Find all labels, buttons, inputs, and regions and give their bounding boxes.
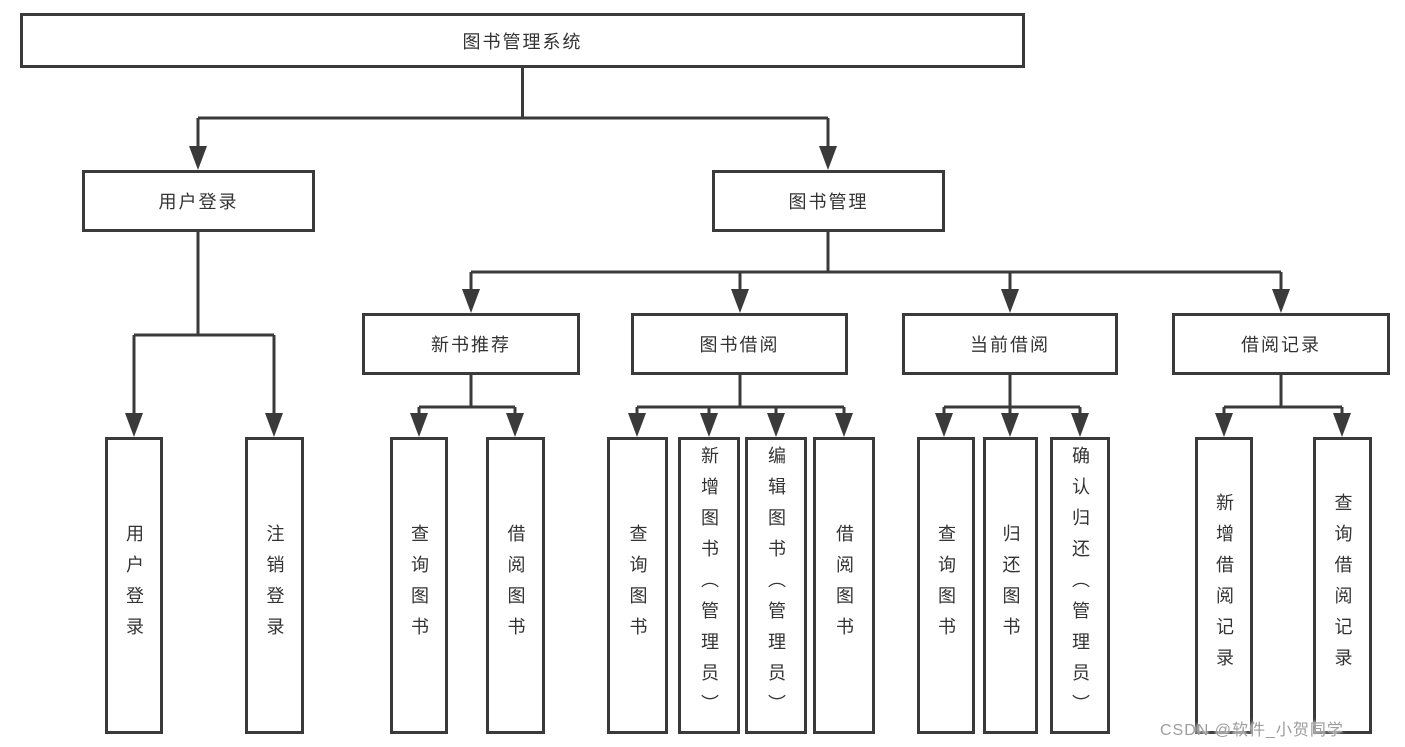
leaf-user-login-label: 用户登录 xyxy=(124,523,144,648)
leaf-borrow-books-recommend: 借阅图书 xyxy=(486,437,545,734)
node-book-management: 图书管理 xyxy=(712,170,945,232)
arrowheads xyxy=(125,146,1351,437)
leaf-query-borrow-record-label: 查询借阅记录 xyxy=(1332,492,1353,679)
leaf-confirm-return-admin: 确认归还（管理员） xyxy=(1050,437,1110,734)
leaf-add-books-admin: 新增图书（管理员） xyxy=(678,437,740,734)
leaf-query-books-borrow-label: 查询图书 xyxy=(627,523,648,648)
node-root-label: 图书管理系统 xyxy=(462,31,583,52)
leaf-query-books-current-label: 查询图书 xyxy=(936,523,956,648)
leaf-return-books: 归还图书 xyxy=(983,437,1038,734)
leaf-query-borrow-record: 查询借阅记录 xyxy=(1313,437,1372,734)
node-current-borrowing: 当前借阅 xyxy=(902,313,1118,375)
leaf-logout-label: 注销登录 xyxy=(264,523,285,648)
leaf-borrow-books-label: 借阅图书 xyxy=(834,523,854,648)
node-root-library-system: 图书管理系统 xyxy=(20,13,1025,68)
node-borrowing-records-label: 借阅记录 xyxy=(1241,335,1321,355)
leaf-query-books-recommend-label: 查询图书 xyxy=(409,523,429,648)
node-user-login: 用户登录 xyxy=(82,170,315,232)
leaf-edit-books-admin: 编辑图书（管理员） xyxy=(745,437,807,734)
leaf-return-books-label: 归还图书 xyxy=(1000,523,1021,648)
leaf-query-books-current: 查询图书 xyxy=(917,437,975,734)
leaf-edit-books-admin-label: 编辑图书（管理员） xyxy=(766,446,786,725)
leaf-add-borrow-record: 新增借阅记录 xyxy=(1195,437,1253,734)
leaf-add-books-admin-label: 新增图书（管理员） xyxy=(699,446,719,725)
csdn-watermark: CSDN @软件_小贺同学 xyxy=(1160,722,1344,739)
node-book-borrowing: 图书借阅 xyxy=(631,313,848,375)
leaf-query-books-recommend: 查询图书 xyxy=(390,437,448,734)
node-borrowing-records: 借阅记录 xyxy=(1172,313,1390,375)
leaf-borrow-books-recommend-label: 借阅图书 xyxy=(505,523,526,648)
node-book-borrowing-label: 图书借阅 xyxy=(699,335,780,355)
node-book-management-label: 图书管理 xyxy=(788,192,869,212)
node-user-login-label: 用户登录 xyxy=(158,192,239,212)
leaf-confirm-return-admin-label: 确认归还（管理员） xyxy=(1070,446,1090,725)
node-new-book-recommend: 新书推荐 xyxy=(362,313,580,375)
leaf-borrow-books: 借阅图书 xyxy=(813,437,875,734)
node-new-book-recommend-label: 新书推荐 xyxy=(431,335,511,355)
leaf-query-books-borrow: 查询图书 xyxy=(607,437,668,734)
leaf-user-login: 用户登录 xyxy=(105,437,163,734)
leaf-logout: 注销登录 xyxy=(245,437,304,734)
node-current-borrowing-label: 当前借阅 xyxy=(970,335,1050,355)
leaf-add-borrow-record-label: 新增借阅记录 xyxy=(1214,492,1234,679)
